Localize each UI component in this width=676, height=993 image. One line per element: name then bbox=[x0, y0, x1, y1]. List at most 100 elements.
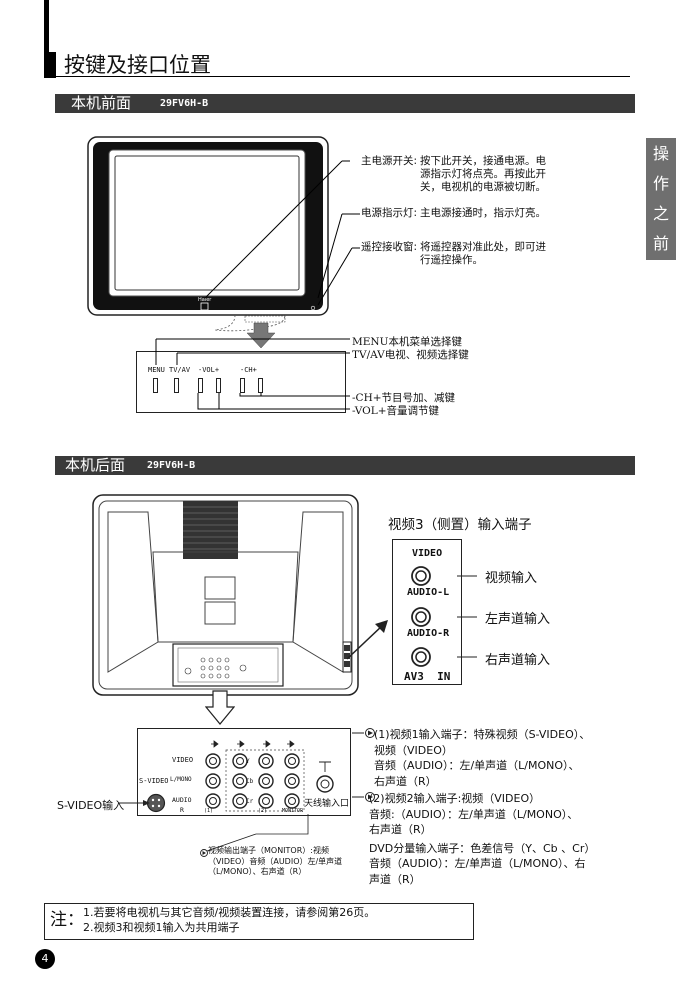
note-line: 视频（VIDEO） bbox=[374, 743, 453, 757]
menu-button[interactable] bbox=[153, 378, 158, 393]
video-in-jack[interactable] bbox=[411, 566, 431, 586]
callout-line: 将遥控器对准此处，即可进 bbox=[420, 241, 547, 253]
button-leader-lines bbox=[155, 338, 350, 410]
side-jacks bbox=[411, 566, 477, 667]
monitor-note-arrow bbox=[200, 814, 309, 857]
panel-label-lmono: L/MONO bbox=[170, 776, 192, 783]
page-title: 按键及接口位置 bbox=[64, 53, 211, 77]
note-video2: (2)视频2输入端子:视频（VIDEO） 音频:（AUDIO）：左/单声道（L/… bbox=[369, 791, 595, 887]
vol-up-button[interactable] bbox=[216, 378, 221, 393]
side-jack-desc-video: 视频输入 bbox=[485, 571, 538, 586]
panel-col-mark-monitor: MONITOR bbox=[282, 808, 304, 814]
vol-down-button[interactable] bbox=[198, 378, 203, 393]
callout-label: 电源指示灯: bbox=[361, 207, 418, 219]
footer-note-box bbox=[44, 903, 474, 940]
note-line: 音频（AUDIO）：左/单声道（L/MONO）、 bbox=[374, 759, 580, 772]
note-line: （VIDEO）音频（AUDIO）左/单声道 bbox=[208, 856, 343, 866]
side-jack-footer: AV3 IN bbox=[404, 670, 451, 683]
panel-label-cb: Cb bbox=[246, 778, 254, 785]
note-arrows bbox=[352, 728, 375, 802]
callout-power-switch: 主电源开关: 按下此开关，接通电源。电 源指示灯将点亮。再按此开 关，电视机的电… bbox=[361, 155, 601, 194]
button-label-menu: MENU bbox=[148, 366, 165, 374]
panel-label-audio: AUDIO bbox=[172, 796, 192, 804]
callout-line: 源指示灯将点亮。再按此开 bbox=[420, 168, 547, 180]
rear-terminal-panel bbox=[137, 728, 351, 816]
header-accent-block bbox=[44, 52, 56, 78]
rear-model-label: 29FV6H-B bbox=[147, 460, 196, 471]
antenna-input-label: 天线输入口 bbox=[304, 799, 350, 809]
callout-label: 遥控接收窗: bbox=[361, 241, 418, 253]
note-line: 右声道（R） bbox=[369, 823, 432, 836]
side-tab-char: 前 bbox=[652, 234, 669, 253]
side-jack-desc-audio-l: 左声道输入 bbox=[485, 612, 551, 627]
tv-rear-illustration bbox=[92, 494, 359, 696]
rear-section-bar: 本机后面 29FV6H-B bbox=[55, 456, 635, 475]
side-tab-char: 之 bbox=[652, 204, 669, 223]
front-callout-lines bbox=[204, 160, 360, 306]
footer-note-lines: 1.若要将电视机与其它音频/视频装置连接，请参阅第26页。 2.视频3和视频1输… bbox=[83, 905, 375, 935]
note-line: （L/MONO）、右声道（R） bbox=[208, 867, 307, 876]
side-jack-label-video: VIDEO bbox=[412, 548, 443, 559]
tv-front-illustration: Haier bbox=[87, 136, 329, 349]
page-number-badge: 4 bbox=[35, 949, 55, 969]
front-button-panel bbox=[136, 351, 346, 413]
panel-label-r: R bbox=[180, 806, 184, 814]
panel-col-mark-1: (1) bbox=[204, 808, 214, 814]
front-model-label: 29FV6H-B bbox=[160, 98, 209, 109]
note-ch-key: -CH+节目号加、减键 bbox=[352, 392, 456, 404]
side-tab: 操 作 之 前 bbox=[646, 138, 676, 260]
ch-down-button[interactable] bbox=[240, 378, 245, 393]
footer-note-label: 注： bbox=[50, 910, 84, 930]
rear-section-title: 本机后面 bbox=[65, 456, 126, 474]
audio-l-jack[interactable] bbox=[411, 607, 431, 627]
panel-label-svideo: S-VIDEO bbox=[139, 777, 169, 785]
rear-terminal-jacks bbox=[146, 740, 334, 813]
note-line: (1)视频1输入端子：特殊视频（S-VIDEO）、 bbox=[374, 728, 591, 741]
panel-label-video: VIDEO bbox=[172, 756, 194, 764]
down-arrow-icon bbox=[246, 322, 276, 349]
panel-label-y: Y bbox=[246, 758, 250, 765]
callout-label: 主电源开关: bbox=[361, 155, 418, 167]
note-line: 声道（R） bbox=[369, 872, 421, 886]
side-jack-pointer bbox=[346, 620, 388, 660]
tvav-button[interactable] bbox=[174, 378, 179, 393]
front-section-bar: 本机前面 29FV6H-B bbox=[55, 94, 635, 113]
header-accent-bar bbox=[44, 0, 49, 78]
side-tab-char: 操 bbox=[652, 144, 669, 163]
ch-up-button[interactable] bbox=[258, 378, 263, 393]
callout-power-indicator: 电源指示灯: 主电源接通时，指示灯亮。 bbox=[361, 207, 601, 220]
callout-line: 关，电视机的电源被切断。 bbox=[420, 181, 547, 193]
side-jack-label-audio-l: AUDIO-L bbox=[407, 587, 450, 598]
button-label-ch: -CH+ bbox=[240, 366, 257, 374]
tv-brand-logo: Haier bbox=[198, 297, 212, 303]
callout-line: 行遥控操作。 bbox=[420, 254, 484, 266]
callout-line: 主电源接通时，指示灯亮。 bbox=[420, 207, 547, 219]
footer-note-line: 1.若要将电视机与其它音频/视频装置连接，请参阅第26页。 bbox=[83, 906, 376, 919]
panel-label-cr: Cr bbox=[246, 798, 254, 805]
rear-down-arrow-icon bbox=[205, 690, 235, 725]
note-tvav-key: TV/AV电视、视频选择键 bbox=[352, 349, 469, 361]
power-indicator-icon bbox=[310, 305, 316, 311]
power-switch-icon bbox=[200, 302, 209, 311]
front-section-title: 本机前面 bbox=[71, 94, 132, 112]
note-line: 视频输出端子（MONITOR）:视频 bbox=[208, 846, 329, 855]
note-line: 音频（AUDIO）：左/单声道（L/MONO）、右 bbox=[369, 857, 586, 870]
side-tab-char: 作 bbox=[652, 174, 669, 193]
note-vol-key: -VOL+音量调节键 bbox=[352, 405, 440, 417]
monitor-note: 视频输出端子（MONITOR）:视频 （VIDEO）音频（AUDIO）左/单声道… bbox=[208, 846, 342, 878]
page-number: 4 bbox=[41, 952, 49, 965]
audio-r-jack[interactable] bbox=[411, 647, 431, 667]
side-jacks-title: 视频3（侧置）输入端子 bbox=[388, 517, 532, 533]
note-menu-key: MENU本机菜单选择键 bbox=[352, 336, 462, 348]
button-label-tvav: TV/AV bbox=[169, 366, 191, 374]
panel-col-mark-2: (2) bbox=[258, 808, 268, 814]
note-line: 音频:（AUDIO）：左/单声道（L/MONO）、 bbox=[369, 807, 579, 821]
note-line: DVD分量输入端子：色差信号（Y、Cb 、Cr） bbox=[369, 841, 596, 855]
button-label-vol: -VOL+ bbox=[198, 366, 220, 374]
side-jacks-panel bbox=[392, 539, 462, 685]
note-line: (2)视频2输入端子:视频（VIDEO） bbox=[369, 792, 541, 805]
side-jack-label-audio-r: AUDIO-R bbox=[407, 628, 450, 639]
footer-note-line: 2.视频3和视频1输入为共用端子 bbox=[83, 921, 240, 934]
svideo-callout-line bbox=[118, 800, 150, 806]
callout-line: 按下此开关，接通电源。电 bbox=[420, 155, 547, 167]
